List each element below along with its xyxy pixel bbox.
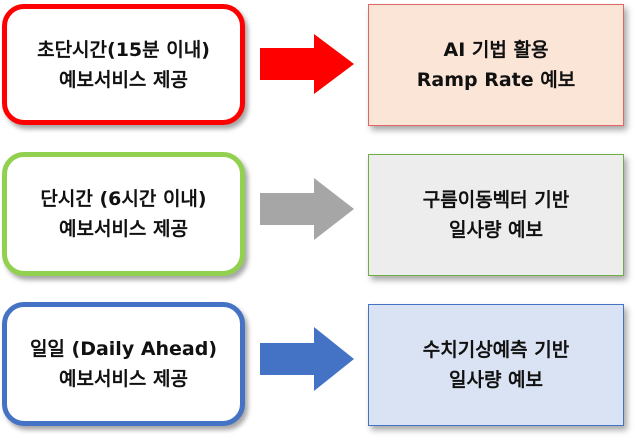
short-term-title: 단시간 (6시간 이내) [40,188,207,210]
short-term-arrow-icon [258,178,358,240]
row-short-term: 단시간 (6시간 이내) 예보서비스 제공 구름이동벡터 기반 일사량 예보 [0,150,635,280]
short-term-service-box: 단시간 (6시간 이내) 예보서비스 제공 [2,152,245,276]
arrow-shape [260,327,354,391]
irradiance-forecast-label: 일사량 예보 [448,369,543,391]
irradiance-forecast-label: 일사량 예보 [448,219,543,241]
nwp-forecast-box: 수치기상예측 기반 일사량 예보 [368,304,624,426]
cloud-motion-vector-forecast-box: 구름이동벡터 기반 일사량 예보 [368,154,624,276]
arrow-shape [260,34,354,94]
day-ahead-title: 일일 (Daily Ahead) [29,338,218,360]
ultra-short-term-title: 초단시간(15분 이내) [37,38,210,61]
short-term-subtitle: 예보서비스 제공 [59,218,188,240]
ultra-short-term-subtitle: 예보서비스 제공 [59,68,188,91]
ultra-short-term-arrow-icon [258,34,358,94]
day-ahead-arrow-icon [258,327,358,391]
ai-ramp-rate-forecast-box: AI 기법 활용 Ramp Rate 예보 [368,4,624,126]
day-ahead-subtitle: 예보서비스 제공 [59,368,188,390]
cloud-motion-vector-label: 구름이동벡터 기반 [422,189,570,211]
nwp-based-label: 수치기상예측 기반 [422,339,570,361]
arrow-shape [260,178,354,240]
row-day-ahead: 일일 (Daily Ahead) 예보서비스 제공 수치기상예측 기반 일사량 … [0,300,635,430]
ultra-short-term-service-box: 초단시간(15분 이내) 예보서비스 제공 [2,4,245,125]
row-ultra-short-term: 초단시간(15분 이내) 예보서비스 제공 AI 기법 활용 Ramp Rate… [0,0,635,130]
day-ahead-service-box: 일일 (Daily Ahead) 예보서비스 제공 [2,302,245,426]
ramp-rate-forecast-label: Ramp Rate 예보 [416,69,576,91]
ai-method-label: AI 기법 활용 [443,39,549,61]
